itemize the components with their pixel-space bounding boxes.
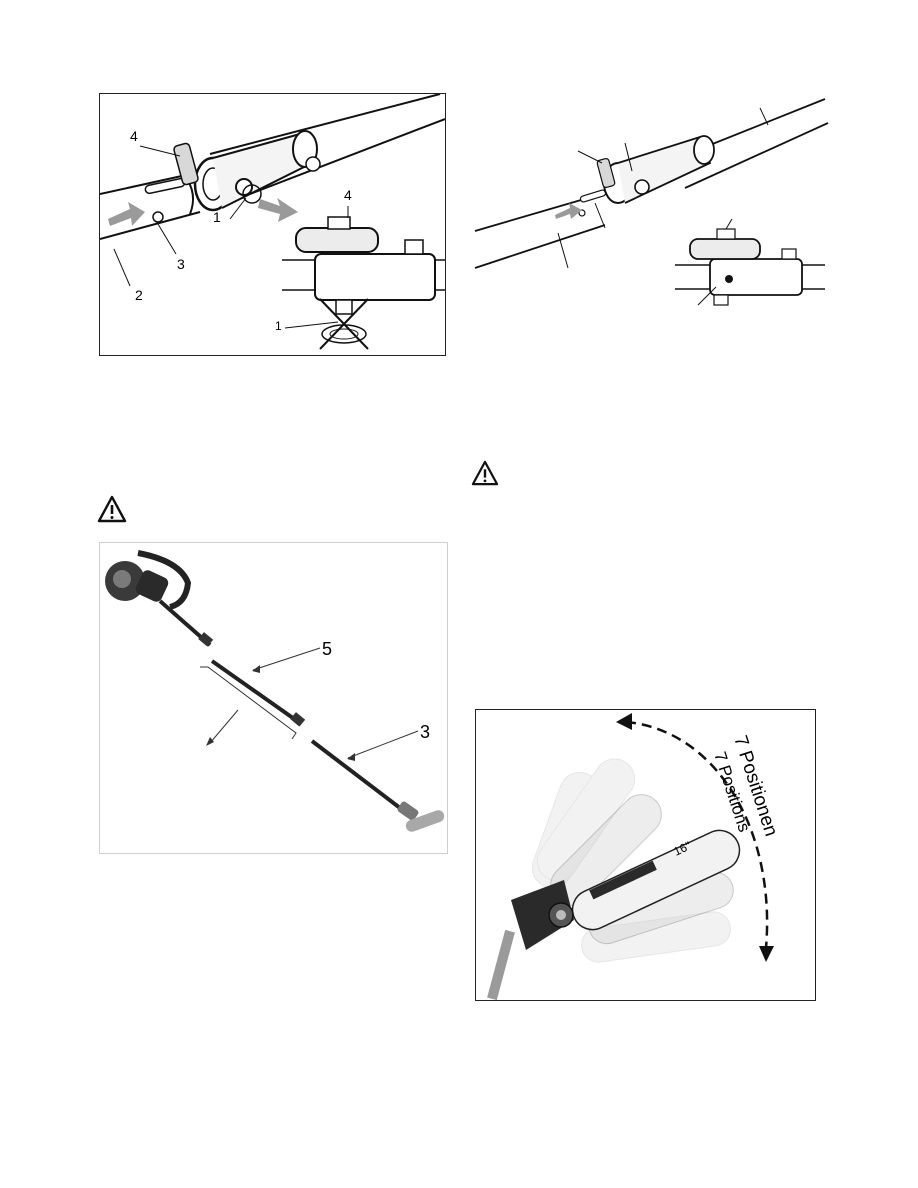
- figure-pole-coupling: 4 1 3 2 4 1: [99, 93, 446, 356]
- callout-4-knob: 4: [344, 187, 352, 203]
- callout-4-lever: 4: [130, 128, 138, 144]
- warning-triangle-icon: [97, 495, 127, 523]
- seven-positions-illustration: 16" 7 Positionen 7 Positions: [476, 710, 815, 1000]
- callout-1-pin: 1: [213, 209, 221, 225]
- callout-5-extension: 5: [322, 639, 332, 659]
- pole-coupling-illustration-2: [470, 93, 830, 328]
- callout-3-hole: 3: [177, 256, 185, 272]
- callout-1-inset: 1: [275, 319, 282, 333]
- pole-coupling-illustration: 4 1 3 2 4 1: [100, 94, 445, 355]
- callout-3-shaft: 3: [420, 722, 430, 742]
- figure-seven-positions: 16" 7 Positionen 7 Positions: [475, 709, 816, 1001]
- callout-2-tube: 2: [135, 287, 143, 303]
- warning-triangle-icon: [471, 460, 499, 486]
- figure-pole-coupling-unlabeled: [470, 93, 830, 328]
- figure-pole-saw-extension: 5 3: [99, 542, 448, 854]
- pole-saw-photo: 5 3: [100, 543, 447, 853]
